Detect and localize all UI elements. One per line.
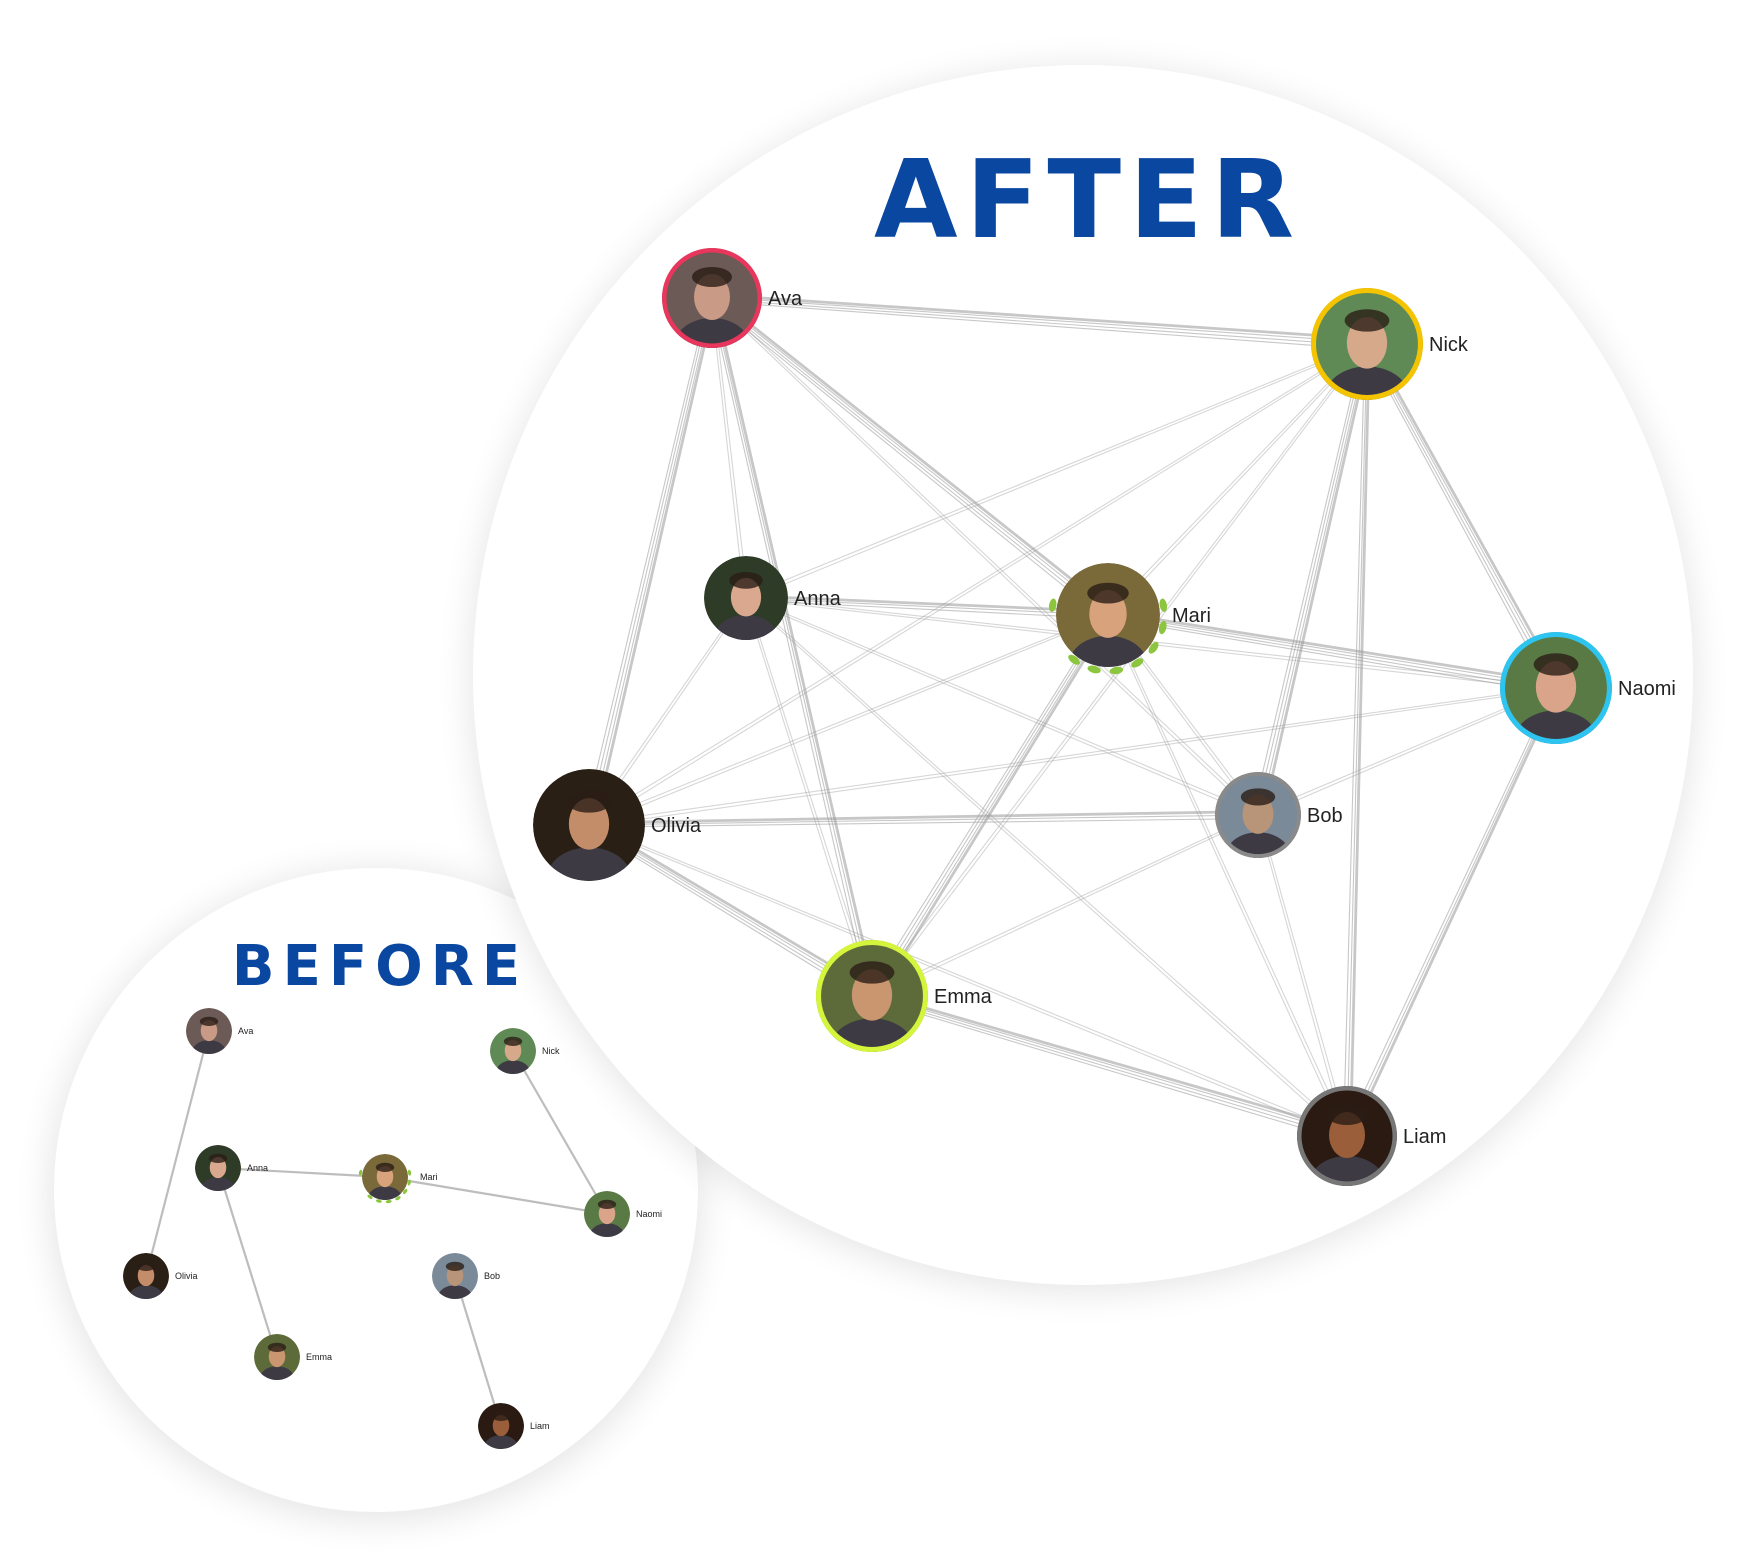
edge-mari-emma — [867, 612, 1112, 1000]
edge-nick-bob — [1252, 343, 1372, 817]
edge-ava-nick — [711, 293, 1368, 350]
node-label: Naomi — [636, 1209, 662, 1219]
after-title: AFTER — [874, 138, 1302, 263]
edge-naomi-liam — [1343, 686, 1560, 1139]
avatar-ring — [1215, 771, 1302, 858]
before-node-nick[interactable]: Nick — [490, 1028, 560, 1086]
node-label: Ava — [238, 1026, 253, 1036]
before-node-naomi[interactable]: Naomi — [584, 1191, 662, 1249]
after-node-naomi[interactable]: Naomi — [1500, 632, 1676, 772]
laurel-wreath-icon — [1048, 598, 1168, 675]
node-label: Anna — [794, 588, 842, 610]
edge-ava-olivia — [144, 1030, 211, 1277]
avatar-photo — [1056, 563, 1160, 667]
edge-naomi-olivia — [588, 686, 1557, 828]
avatar-ring — [662, 248, 762, 348]
edge-nick-naomi — [512, 1050, 608, 1215]
before-edges — [144, 1030, 608, 1427]
edge-olivia-liam — [588, 823, 1348, 1139]
after-edges — [583, 293, 1562, 1142]
before-node-mari[interactable]: Mari — [358, 1154, 438, 1212]
edge-nick-anna — [745, 342, 1368, 601]
avatar-photo — [704, 556, 788, 640]
node-label: Nick — [1429, 334, 1469, 356]
after-node-anna[interactable]: Anna — [704, 556, 842, 661]
edge-anna-mari — [745, 594, 1109, 620]
avatar-ring — [1311, 287, 1424, 400]
node-label: Liam — [530, 1421, 550, 1431]
avatar-photo — [432, 1253, 478, 1299]
node-label: Nick — [542, 1046, 560, 1056]
avatar-ring — [1500, 632, 1613, 745]
edge-mari-naomi — [1107, 610, 1558, 694]
avatar-photo — [254, 1334, 300, 1380]
avatar-photo — [478, 1403, 524, 1449]
edge-ava-emma — [709, 297, 877, 997]
laurel-wreath-icon — [358, 1169, 412, 1204]
edge-anna-bob — [745, 596, 1259, 818]
edge-emma-liam — [870, 991, 1349, 1142]
node-label: Liam — [1403, 1126, 1446, 1148]
before-node-olivia[interactable]: Olivia — [123, 1253, 198, 1311]
node-label: Olivia — [175, 1271, 198, 1281]
edge-mari-olivia — [588, 613, 1109, 828]
avatar-photo — [662, 248, 762, 348]
before-node-ava[interactable]: Ava — [186, 1008, 253, 1066]
avatar-ring — [1297, 1086, 1397, 1186]
node-label: Olivia — [651, 815, 702, 837]
edge-mari-liam — [1106, 614, 1350, 1137]
edge-bob-liam — [1256, 814, 1350, 1137]
before-title: BEFORE — [232, 934, 528, 999]
edge-ava-olivia — [583, 297, 717, 827]
after-node-emma[interactable]: Emma — [816, 940, 993, 1080]
edge-nick-olivia — [587, 342, 1368, 827]
edge-mari-naomi — [384, 1175, 608, 1216]
node-label: Mari — [1172, 605, 1211, 627]
edge-anna-emma — [744, 597, 875, 997]
edge-nick-mari — [1106, 342, 1369, 617]
before-node-emma[interactable]: Emma — [254, 1334, 332, 1392]
avatar-photo — [362, 1154, 408, 1200]
after-node-ava[interactable]: Ava — [662, 248, 803, 373]
edge-olivia-bob — [588, 810, 1259, 828]
node-label: Bob — [484, 1271, 500, 1281]
edge-nick-naomi — [1363, 341, 1562, 691]
node-label: Anna — [247, 1163, 268, 1173]
after-node-mari[interactable]: Mari — [1048, 563, 1211, 693]
edge-ava-anna — [710, 297, 749, 599]
avatar-photo — [186, 1008, 232, 1054]
edge-anna-liam — [744, 596, 1349, 1138]
before-node-bob[interactable]: Bob — [432, 1253, 500, 1311]
after-node-liam[interactable]: Liam — [1297, 1086, 1446, 1211]
node-label: Emma — [934, 986, 993, 1008]
node-label: Ava — [768, 288, 803, 310]
avatar-photo — [533, 769, 645, 881]
edge-ava-bob — [710, 296, 1260, 817]
node-label: Naomi — [1618, 678, 1676, 700]
after-node-bob[interactable]: Bob — [1215, 771, 1343, 879]
edge-ava-mari — [709, 294, 1113, 620]
edge-anna-emma — [216, 1167, 279, 1358]
before-node-liam[interactable]: Liam — [478, 1403, 550, 1461]
avatar-photo — [584, 1191, 630, 1237]
edge-bob-emma — [871, 813, 1259, 999]
avatar-ring — [816, 940, 929, 1053]
before-node-anna[interactable]: Anna — [195, 1145, 268, 1203]
node-label: Mari — [420, 1172, 438, 1182]
avatar-photo — [123, 1253, 169, 1299]
after-node-olivia[interactable]: Olivia — [533, 769, 702, 909]
edge-bob-liam — [453, 1275, 503, 1427]
after-node-nick[interactable]: Nick — [1311, 287, 1469, 428]
avatar-photo — [490, 1028, 536, 1074]
edge-nick-liam — [1342, 343, 1371, 1137]
node-label: Bob — [1307, 805, 1343, 827]
node-label: Emma — [306, 1352, 332, 1362]
edge-anna-mari — [217, 1166, 386, 1179]
avatar-photo — [195, 1145, 241, 1191]
